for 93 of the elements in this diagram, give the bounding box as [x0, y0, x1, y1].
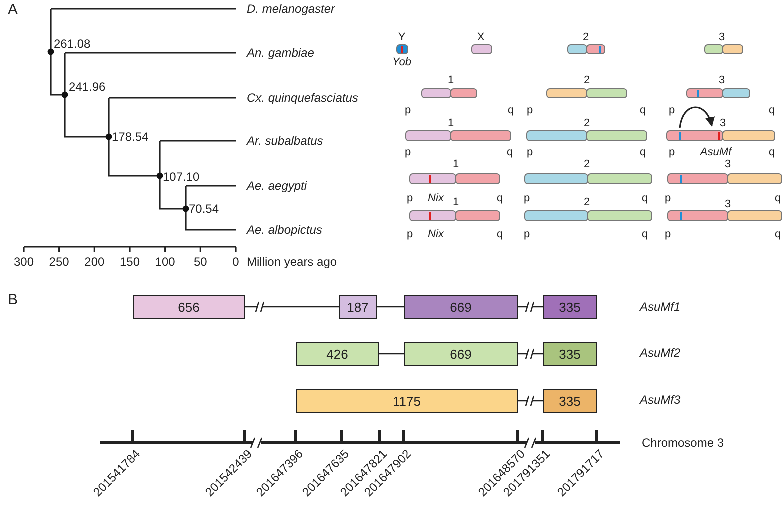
gene-name: AsuMf1: [640, 301, 681, 313]
axis-tick-label: 50: [194, 256, 208, 268]
exon-box: [296, 342, 379, 366]
gene-name: AsuMf: [700, 148, 732, 158]
arm-label: p: [526, 148, 534, 158]
divergence-time: 107.10: [163, 171, 200, 183]
arm-label: p: [524, 230, 530, 240]
chromosome-label: 1: [452, 160, 460, 170]
exon-box: [404, 295, 518, 319]
axis-tick-label: 100: [155, 256, 176, 268]
intron-line: [518, 306, 543, 308]
species-name: D. melanogaster: [247, 3, 336, 15]
intron-line: [518, 400, 543, 402]
exon-length: 335: [559, 346, 581, 362]
exon-length: 656: [178, 300, 200, 314]
chromosome-label: Y: [398, 32, 406, 44]
arm-label: q: [640, 148, 646, 158]
chromosome-label: 1: [448, 76, 454, 86]
arm-label: q: [774, 230, 782, 240]
chromosome-label: 2: [584, 76, 590, 86]
divergence-time: 241.96: [69, 81, 106, 93]
axis-tick-label: 0: [232, 256, 240, 268]
exon-length: 1175: [393, 394, 421, 408]
arm-label: p: [404, 106, 412, 116]
arm-label: p: [668, 148, 676, 158]
panel-letter: B: [8, 292, 18, 308]
exon-length: 335: [559, 394, 581, 408]
intron-line: [377, 306, 404, 308]
exon-length: 335: [559, 300, 581, 314]
species-name: An. gambiae: [247, 47, 314, 59]
chromosome-label: 1: [448, 118, 454, 130]
species-name: Ae. aegypti: [247, 180, 308, 192]
arm-label: p: [664, 194, 672, 204]
chromosome-label: 2: [582, 32, 590, 44]
axis-tick-label: 200: [84, 256, 105, 268]
arm-label: q: [774, 194, 782, 204]
chromosome-label: 3: [724, 200, 732, 210]
exon-length: 187: [347, 300, 369, 314]
exon-length: 426: [326, 346, 348, 362]
arm-label: p: [406, 230, 414, 240]
species-name: Ar. subalbatus: [247, 135, 324, 147]
exon-box: [404, 342, 518, 366]
arm-label: q: [496, 194, 504, 204]
intron-line: [518, 353, 543, 355]
exon-box: [133, 295, 245, 319]
arm-label: q: [768, 106, 776, 116]
gene-name: Nix: [428, 194, 444, 204]
divergence-time: 70.54: [189, 203, 220, 215]
exon-length: 669: [450, 346, 472, 362]
intron-line: [245, 306, 339, 308]
chromosome-label: 3: [718, 32, 726, 44]
arm-label: q: [642, 230, 648, 240]
arm-label: q: [640, 106, 646, 116]
panel-letter: A: [8, 2, 18, 18]
axis-tick-label: 150: [120, 256, 140, 268]
divergence-time: 261.08: [54, 38, 91, 50]
chromosome-label: 1: [452, 198, 460, 208]
exon-box: [339, 295, 377, 319]
gene-name: Nix: [428, 230, 444, 240]
arm-label: p: [406, 194, 414, 204]
chromosome-label: 3: [718, 76, 726, 86]
exon-box: [543, 389, 597, 413]
axis-title: Million years ago: [247, 256, 338, 268]
axis-title: Chromosome 3: [642, 437, 724, 449]
arm-label: p: [664, 230, 672, 240]
arm-label: p: [524, 194, 530, 204]
chromosome-label: 3: [720, 118, 726, 130]
gene-name: AsuMf3: [640, 394, 681, 406]
exon-box: [543, 342, 597, 366]
species-name: Cx. quinquefasciatus: [247, 92, 358, 104]
chromosome-label: X: [477, 32, 485, 44]
exon-box: [296, 389, 518, 413]
arm-label: q: [496, 230, 504, 240]
axis-tick-label: 300: [14, 256, 34, 268]
arm-label: p: [404, 148, 412, 158]
exon-length: 669: [450, 300, 472, 314]
intron-line: [379, 353, 404, 355]
arm-label: q: [508, 106, 514, 116]
axis-tick-label: 250: [49, 256, 70, 268]
species-name: Ae. albopictus: [247, 224, 322, 236]
chromosome-label: 3: [724, 160, 732, 170]
chromosome-label: 2: [584, 118, 590, 130]
chromosome-label: 2: [584, 198, 590, 208]
arm-label: q: [506, 148, 514, 158]
exon-box: [543, 295, 597, 319]
arm-label: p: [668, 106, 676, 116]
gene-name: AsuMf2: [640, 347, 681, 359]
divergence-time: 178.54: [112, 131, 149, 143]
chromosome-label: 2: [584, 160, 590, 170]
arm-label: q: [642, 194, 648, 204]
arm-label: q: [768, 148, 776, 158]
arm-label: p: [526, 106, 534, 116]
gene-name: Yob: [392, 58, 412, 68]
